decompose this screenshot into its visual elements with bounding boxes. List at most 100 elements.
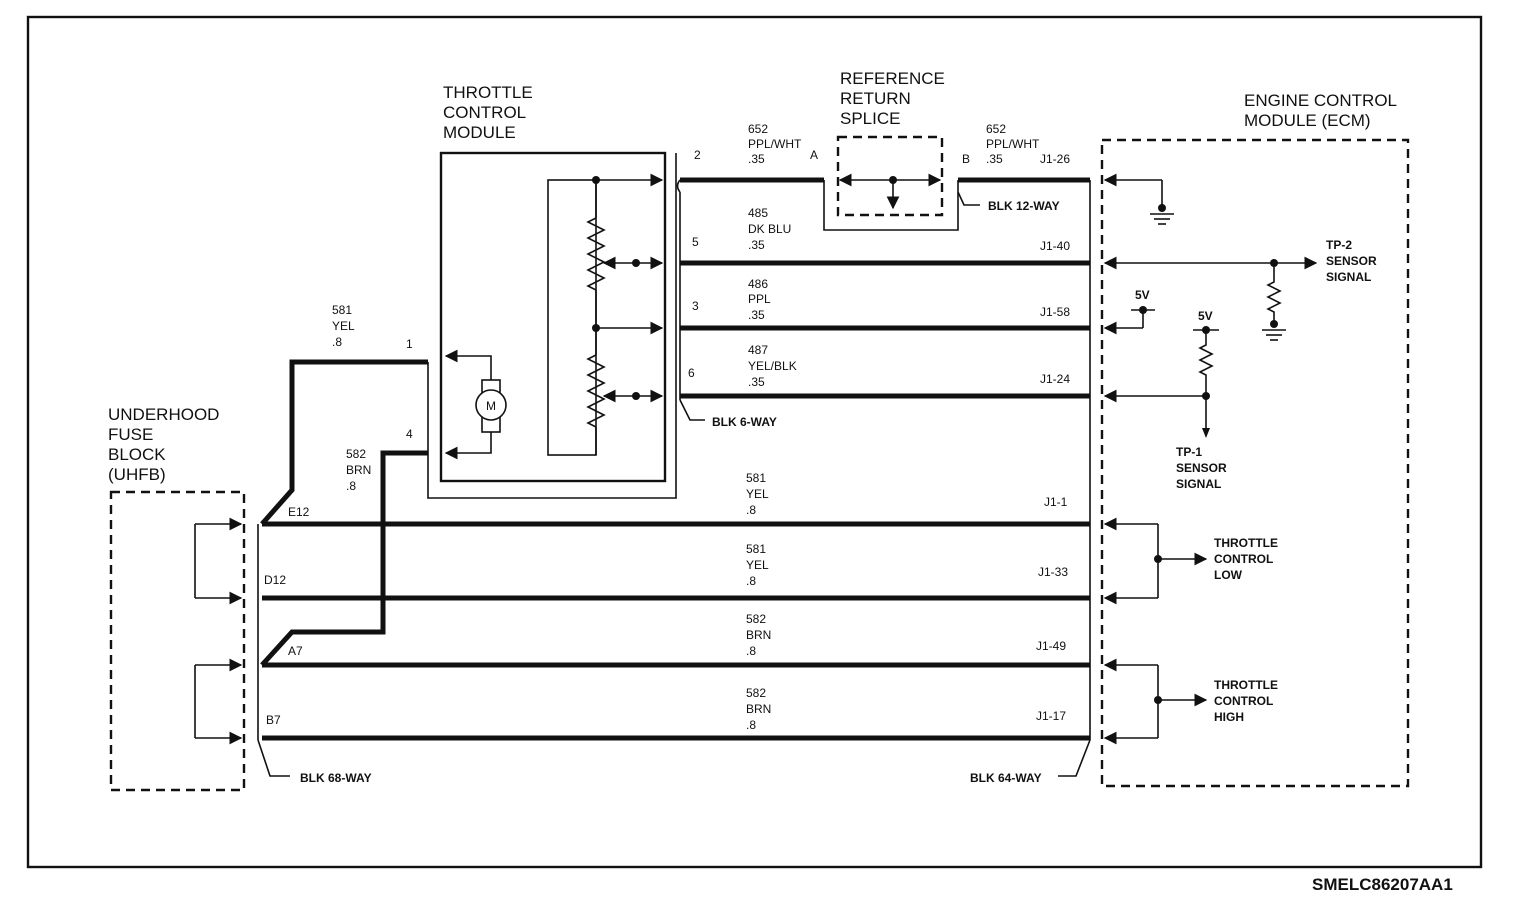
tcm-title-3: MODULE — [443, 123, 516, 142]
tcm-title-1: THROTTLE — [443, 83, 533, 102]
w4-gauge: .35 — [748, 375, 765, 389]
w1-circuit: 652 — [986, 122, 1006, 136]
w10-gauge: .8 — [746, 718, 756, 732]
harness — [257, 153, 1091, 777]
w5-tcm-pin: 1 — [406, 337, 413, 351]
motor-icon — [475, 389, 507, 421]
uhfb-title-2: FUSE — [108, 425, 153, 444]
w10-ecm-pin: J1-17 — [1036, 709, 1066, 723]
w3-circuit: 486 — [748, 277, 768, 291]
throttle-control-module: THROTTLE CONTROL MODULE M — [439, 83, 667, 483]
w9-fuse-pin: A7 — [288, 644, 303, 658]
tp1-label-1: TP-1 — [1176, 445, 1202, 459]
w9-gauge: .8 — [746, 644, 756, 658]
w1-ecm-pin: J1-26 — [1040, 152, 1070, 166]
w3-ecm-pin: J1-58 — [1040, 305, 1070, 319]
w6-gauge: .8 — [346, 479, 356, 493]
tp1-label-3: SIGNAL — [1176, 477, 1221, 491]
uhfb-title-4: (UHFB) — [108, 465, 166, 484]
connector-tcm-label: BLK 6-WAY — [712, 415, 777, 429]
resistor-tp1 — [586, 354, 606, 428]
w10-circuit: 582 — [746, 686, 766, 700]
w3-tcm-pin: 3 — [692, 299, 699, 313]
tp2-label-2: SENSOR — [1326, 254, 1377, 268]
w4-color: YEL/BLK — [748, 359, 797, 373]
w6-color: BRN — [346, 463, 371, 477]
w8-gauge: .8 — [746, 574, 756, 588]
w3-gauge: .35 — [748, 308, 765, 322]
splice-title-2: RETURN — [840, 89, 911, 108]
connector-fuse-label: BLK 68-WAY — [300, 771, 372, 785]
connector-ecm-label: BLK 64-WAY — [970, 771, 1042, 785]
uhfb-box — [109, 490, 246, 792]
w2-ecm-pin: J1-40 — [1040, 239, 1070, 253]
w5-gauge: .8 — [332, 335, 342, 349]
wire-582-tcm — [260, 450, 428, 667]
w7-fuse-pin: E12 — [288, 505, 310, 519]
w0-tcm-pin: 2 — [694, 148, 701, 162]
w2-circuit: 485 — [748, 206, 768, 220]
w0-color: PPL/WHT — [748, 137, 802, 151]
reference-return-splice: REFERENCE RETURN SPLICE — [823, 69, 959, 231]
tch-label-1: THROTTLE — [1214, 678, 1278, 692]
w2-tcm-pin: 5 — [692, 235, 699, 249]
wire-581-tcm — [260, 359, 428, 526]
w0-splice-pin: A — [810, 148, 818, 162]
w5-circuit: 581 — [332, 303, 352, 317]
underhood-fuse-block: UNDERHOOD FUSE BLOCK (UHFB) — [108, 405, 246, 792]
ecm-title-1: ENGINE CONTROL — [1244, 91, 1397, 110]
w6-tcm-pin: 4 — [406, 427, 413, 441]
tcl-label-1: THROTTLE — [1214, 536, 1278, 550]
vref-a-label: 5V — [1135, 288, 1150, 302]
w7-color: YEL — [746, 487, 769, 501]
w1-gauge: .35 — [986, 152, 1003, 166]
tcm-box — [439, 151, 667, 483]
w0-gauge: .35 — [748, 152, 765, 166]
w7-circuit: 581 — [746, 471, 766, 485]
w10-fuse-pin: B7 — [266, 713, 281, 727]
tp2-label-3: SIGNAL — [1326, 270, 1371, 284]
tcl-label-2: CONTROL — [1214, 552, 1273, 566]
w8-circuit: 581 — [746, 542, 766, 556]
w2-color: DK BLU — [748, 222, 791, 236]
diagram-id: SMELC86207AA1 — [1312, 875, 1453, 894]
ecm-box — [1100, 138, 1410, 788]
w8-fuse-pin: D12 — [264, 573, 286, 587]
tp2-label-1: TP-2 — [1326, 238, 1352, 252]
resistor-tp2 — [586, 217, 606, 291]
w7-gauge: .8 — [746, 503, 756, 517]
engine-control-module: ENGINE CONTROL MODULE (ECM) TP-2 SENSOR … — [1100, 91, 1410, 788]
w3-color: PPL — [748, 292, 771, 306]
w9-circuit: 582 — [746, 612, 766, 626]
uhfb-title-1: UNDERHOOD — [108, 405, 219, 424]
w4-tcm-pin: 6 — [688, 366, 695, 380]
w8-color: YEL — [746, 558, 769, 572]
splice-title-1: REFERENCE — [840, 69, 945, 88]
tp1-label-2: SENSOR — [1176, 461, 1227, 475]
vref-b-label: 5V — [1198, 309, 1213, 323]
w9-ecm-pin: J1-49 — [1036, 639, 1066, 653]
motor-label: M — [486, 399, 496, 413]
w1-color: PPL/WHT — [986, 137, 1040, 151]
connector-splice-label: BLK 12-WAY — [988, 199, 1060, 213]
w1-splice-pin: B — [962, 152, 970, 166]
splice-box — [836, 135, 944, 217]
tcl-label-3: LOW — [1214, 568, 1243, 582]
outer-frame — [26, 15, 1483, 869]
splice-title-3: SPLICE — [840, 109, 900, 128]
wire-labels: 652 PPL/WHT .35 2 A 652 PPL/WHT .35 B J1… — [264, 122, 1070, 732]
ecm-title-2: MODULE (ECM) — [1244, 111, 1371, 130]
w4-circuit: 487 — [748, 343, 768, 357]
w4-ecm-pin: J1-24 — [1040, 372, 1070, 386]
w0-circuit: 652 — [748, 122, 768, 136]
connector-labels: BLK 12-WAY BLK 6-WAY BLK 68-WAY BLK 64-W… — [300, 199, 1060, 785]
tcm-title-2: CONTROL — [443, 103, 526, 122]
tch-label-2: CONTROL — [1214, 694, 1273, 708]
tch-label-3: HIGH — [1214, 710, 1244, 724]
w2-gauge: .35 — [748, 238, 765, 252]
w6-circuit: 582 — [346, 447, 366, 461]
w8-ecm-pin: J1-33 — [1038, 565, 1068, 579]
w5-color: YEL — [332, 319, 355, 333]
w7-ecm-pin: J1-1 — [1044, 495, 1068, 509]
